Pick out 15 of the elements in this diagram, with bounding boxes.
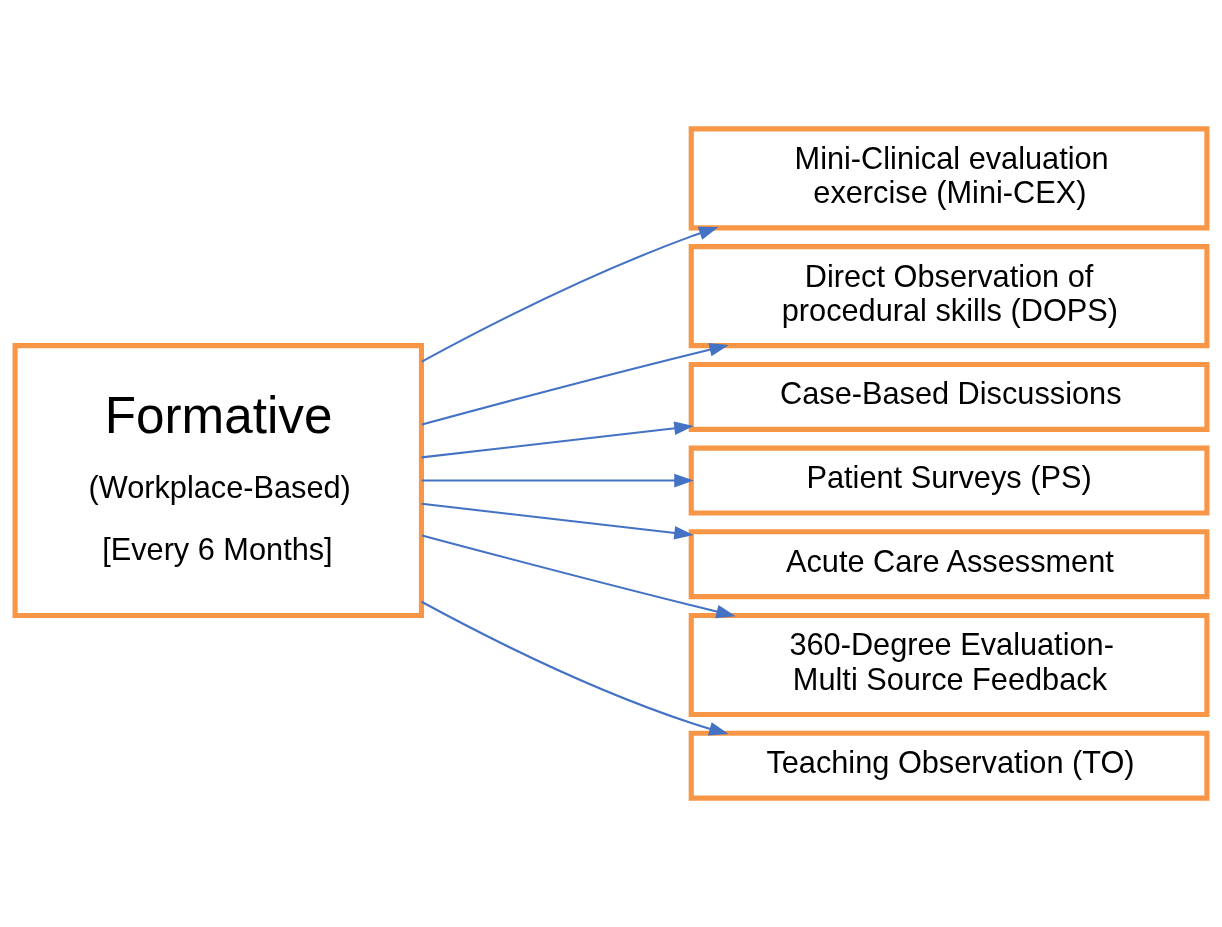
arrow <box>421 600 729 736</box>
node-box: Case-Based Discussions <box>688 361 1210 432</box>
arrow <box>421 226 719 363</box>
arrow <box>421 534 736 619</box>
node-box: 360-Degree Evaluation- Multi Source Feedback <box>688 612 1210 718</box>
arrow <box>421 502 694 540</box>
node-box: Formative (Workplace-Based) [Every 6 Months] <box>12 343 425 619</box>
node-box: Teaching Observation (TO) <box>688 730 1210 801</box>
arrow <box>421 343 729 426</box>
node-box: Direct Observation of procedural skills (DOPS) <box>688 244 1210 349</box>
arrow <box>421 421 694 459</box>
arrow <box>421 473 694 488</box>
node-box: Acute Care Assessment <box>688 529 1210 600</box>
node-box: Mini-Clinical evaluation exercise (Mini-CEX) <box>688 126 1210 231</box>
node-box: Patient Surveys (PS) <box>688 445 1210 516</box>
